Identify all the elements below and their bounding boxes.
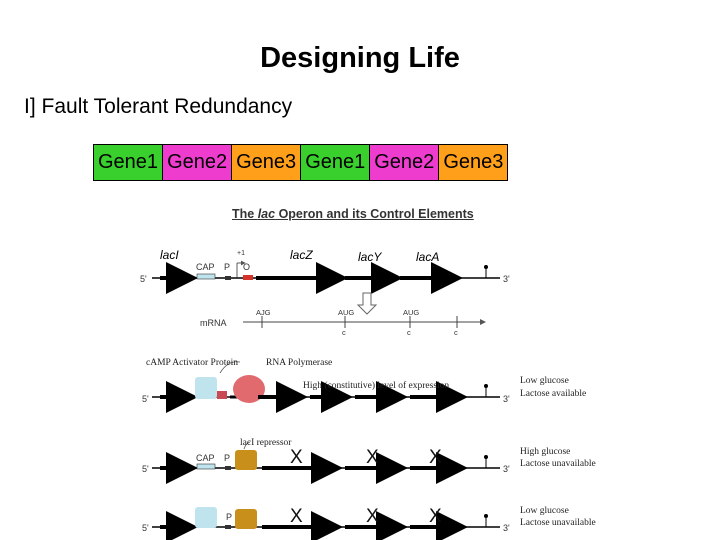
condition-label: Lactose unavailable: [520, 518, 596, 528]
section-heading: I] Fault Tolerant Redundancy: [24, 95, 293, 118]
blocked-gene-x: X: [366, 447, 379, 468]
cap-site-label: CAP: [196, 262, 215, 272]
gene-row: Gene1 Gene2 Gene3 Gene1 Gene2 Gene3: [93, 144, 509, 181]
blocked-gene-x: X: [429, 506, 442, 527]
five-prime-end: 5': [142, 464, 149, 474]
gene-block: Gene3: [232, 145, 302, 180]
three-prime-end: 3': [503, 464, 510, 474]
cap-site-label: CAP: [196, 453, 215, 463]
gene-block: Gene1: [94, 145, 164, 180]
condition-label: Lactose available: [520, 389, 587, 399]
start-site-label: +1: [237, 250, 245, 257]
gene-label-laci: lacI: [160, 248, 179, 262]
promoter-label: P: [224, 262, 231, 272]
rna-polymerase-label: RNA Polymerase: [266, 358, 333, 368]
five-prime-end: 5': [140, 274, 147, 284]
blocked-gene-x: X: [290, 506, 303, 527]
gene-block: Gene1: [301, 145, 371, 180]
dna-row-1: [152, 260, 500, 294]
gene-block: Gene2: [370, 145, 440, 180]
blocked-gene-x: X: [366, 506, 379, 527]
gene-block: Gene3: [439, 145, 508, 180]
dna-row-repressed-1: [152, 441, 500, 484]
gene-label-lacz: lacZ: [290, 248, 313, 262]
blocked-gene-x: X: [290, 447, 303, 468]
condition-label: Low glucose: [520, 506, 569, 516]
dna-row-activated: [152, 361, 500, 413]
gene-label-lacy: lacY: [358, 250, 382, 264]
operator-label: O: [243, 262, 251, 272]
blocked-gene-x: X: [429, 447, 442, 468]
dna-row-repressed-2: [152, 507, 500, 540]
five-prime-end: 5': [142, 394, 149, 404]
codon-c-label: c: [342, 328, 346, 337]
five-prime-end: 5': [142, 523, 149, 533]
condition-label: High glucose: [520, 447, 571, 457]
gene-block: Gene2: [163, 145, 233, 180]
slide-title: Designing Life: [260, 42, 460, 74]
repressor-label: lacI repressor: [240, 438, 292, 448]
codon-label: AUG: [403, 308, 420, 317]
condition-label: Lactose unavailable: [520, 459, 596, 469]
codon-label: AUG: [338, 308, 355, 317]
condition-label: Low glucose: [520, 376, 569, 386]
codon-label: AJG: [256, 308, 271, 317]
promoter-label: P: [226, 512, 233, 522]
diagram-title: The lac Operon and its Control Elements: [232, 207, 474, 221]
mrna-label: mRNA: [200, 318, 227, 328]
codon-c-label: c: [454, 328, 458, 337]
expression-label: High (constitutive) level of expression: [303, 381, 450, 391]
gene-label-laca: lacA: [416, 250, 440, 264]
three-prime-end: 3': [503, 394, 510, 404]
lac-operon-diagram: [152, 260, 500, 540]
three-prime-end: 3': [503, 523, 510, 533]
promoter-label: P: [224, 453, 231, 463]
camp-activator-label: cAMP Activator Protein: [146, 358, 238, 368]
codon-c-label: c: [407, 328, 411, 337]
mrna-row: [243, 316, 486, 328]
three-prime-end: 3': [503, 274, 510, 284]
